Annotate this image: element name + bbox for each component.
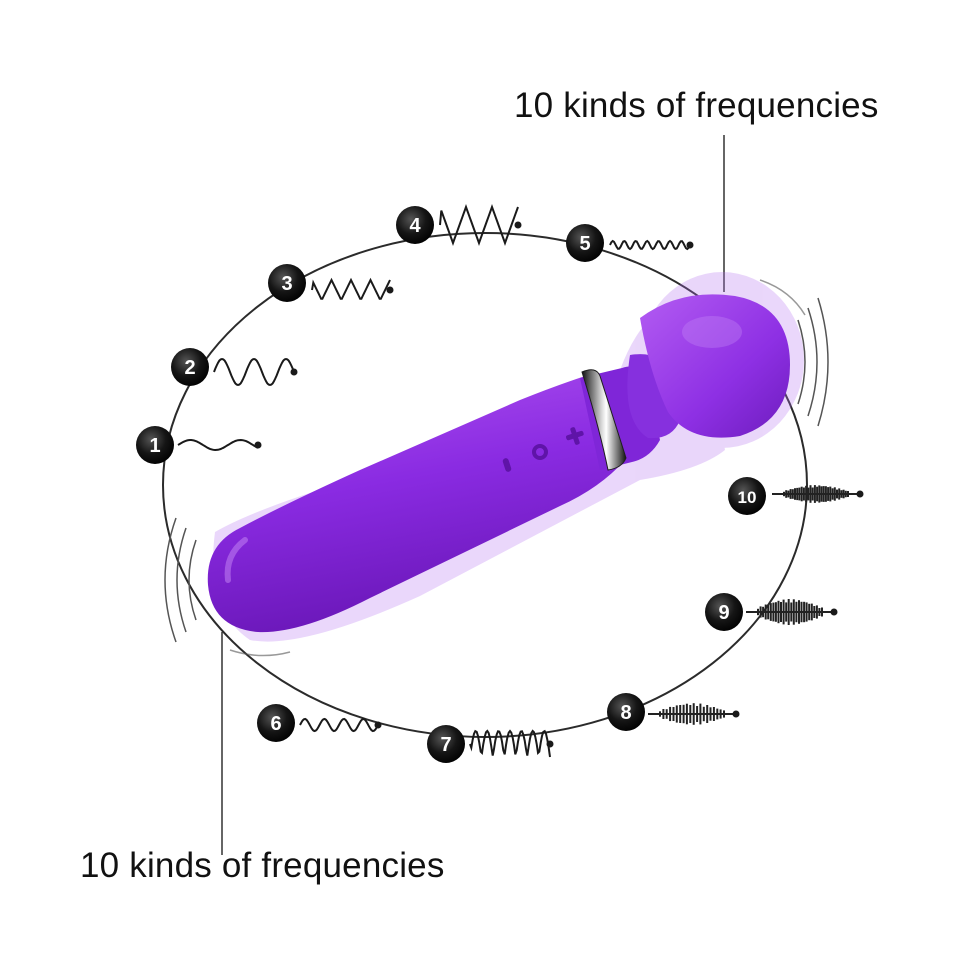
vibration-lines bbox=[164, 279, 829, 657]
mode-5: 5 bbox=[566, 224, 694, 262]
mode-6: 6 bbox=[257, 704, 382, 742]
power-icon[interactable] bbox=[502, 457, 512, 472]
mode-number: 5 bbox=[579, 233, 590, 255]
mode-number: 7 bbox=[440, 734, 451, 756]
mode-badge bbox=[136, 426, 174, 464]
mode-badge bbox=[607, 693, 645, 731]
minus-icon[interactable] bbox=[532, 444, 548, 460]
mode-number: 9 bbox=[718, 602, 729, 624]
mode-3: 3 bbox=[268, 264, 394, 302]
frequency-modes: 1 2 3 4 5 6 7 8 9 10 bbox=[136, 204, 864, 763]
caption-frequencies-bottom: 10 kinds of frequencies bbox=[80, 846, 445, 885]
mode-number: 1 bbox=[149, 435, 160, 457]
mode-badge bbox=[268, 264, 306, 302]
burst-icon bbox=[746, 599, 838, 625]
control-buttons bbox=[502, 425, 587, 472]
medium-wave-icon bbox=[299, 717, 382, 733]
mode-number: 10 bbox=[738, 488, 757, 507]
mode-badge bbox=[705, 593, 743, 631]
gentle-wave-icon bbox=[177, 438, 262, 452]
pulse-icon bbox=[648, 703, 740, 725]
wand-massager bbox=[164, 272, 829, 657]
plus-icon[interactable] bbox=[564, 425, 587, 448]
mode-number: 6 bbox=[270, 713, 281, 735]
wand-head bbox=[640, 294, 790, 438]
caption-frequencies-top: 10 kinds of frequencies bbox=[514, 86, 879, 125]
zigzag-icon bbox=[311, 277, 394, 300]
wand-handle bbox=[207, 372, 625, 633]
large-zigzag-icon bbox=[439, 204, 522, 246]
mode-2: 2 bbox=[171, 348, 298, 387]
mode-number: 3 bbox=[281, 273, 292, 295]
mode-number: 4 bbox=[409, 215, 421, 237]
mode-badge bbox=[427, 725, 465, 763]
wand-accent-ring bbox=[581, 369, 627, 471]
mode-4: 4 bbox=[396, 204, 522, 246]
mode-8: 8 bbox=[607, 693, 740, 731]
mode-badge bbox=[728, 477, 766, 515]
wave-icon bbox=[213, 357, 298, 387]
fine-wave-icon bbox=[609, 239, 694, 251]
mode-7: 7 bbox=[427, 725, 554, 763]
mode-9: 9 bbox=[705, 593, 838, 631]
mode-badge bbox=[257, 704, 295, 742]
mode-number: 8 bbox=[620, 702, 631, 724]
mode-badge bbox=[171, 348, 209, 386]
mode-10: 10 bbox=[728, 477, 864, 515]
mode-1: 1 bbox=[136, 426, 262, 464]
coil-icon bbox=[469, 729, 554, 758]
mode-badge bbox=[396, 206, 434, 244]
dense-burst-icon bbox=[772, 485, 864, 503]
mode-number: 2 bbox=[184, 357, 195, 379]
mode-badge bbox=[566, 224, 604, 262]
